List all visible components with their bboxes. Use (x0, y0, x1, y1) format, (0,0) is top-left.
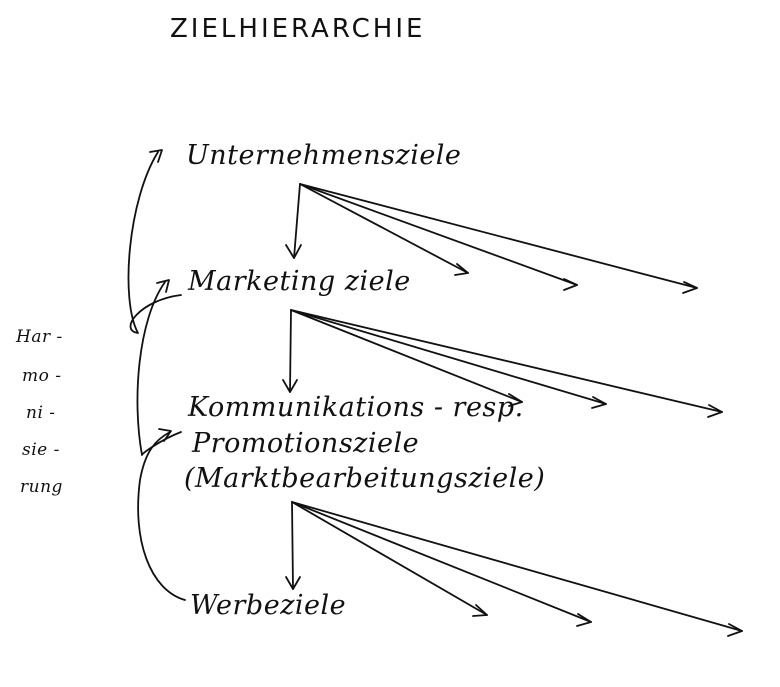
arrow-down-to-marketingziele (293, 183, 301, 259)
side-label-syllable-2: mo - (22, 366, 62, 386)
arrowhead-unternehmensziele (149, 149, 163, 163)
arrowhead-diagonal-2 (563, 278, 578, 291)
fan-kommunikationsziele (285, 501, 743, 637)
arrowhead-diagonal-8 (576, 613, 592, 627)
level-kommunikationsziele-line1: Kommunikations - resp. (188, 392, 524, 423)
arrowhead-diagonal-4 (508, 393, 523, 407)
arrow-diagonal-2 (299, 183, 578, 286)
arrow-down-to-kommunikationsziele (289, 309, 292, 393)
arrowhead-down-to-marketingziele (285, 244, 302, 259)
arrowhead-down-to-werbeziele (285, 576, 301, 590)
arrow-diagonal-5 (290, 309, 607, 405)
curve-werbe-to-kommunikation (137, 431, 186, 601)
arrowhead-marketingziele (156, 279, 170, 293)
side-label-syllable-3: ni - (26, 403, 56, 423)
arrow-diagonal-8 (291, 501, 592, 623)
arrow-diagonal-1 (299, 183, 469, 274)
level-kommunikationsziele-line3: (Marktbearbeitungsziele) (184, 463, 546, 494)
arrowhead-down-to-kommunikationsziele (282, 379, 298, 393)
arrowhead-diagonal-3 (682, 281, 698, 294)
fan-unternehmensziele (285, 183, 698, 294)
arrow-diagonal-4 (290, 309, 523, 403)
side-label-syllable-5: rung (20, 477, 63, 497)
fan-marketingziele (282, 309, 723, 418)
arrowhead-diagonal-9 (727, 623, 743, 637)
arrow-diagonal-3 (299, 183, 698, 289)
arrowhead-diagonal-7 (472, 604, 488, 617)
level-marketingziele: Marketing ziele (188, 266, 411, 297)
arrow-diagonal-7 (291, 501, 488, 616)
level-unternehmensziele: Unternehmensziele (186, 140, 462, 171)
level-kommunikationsziele-line2: Promotionsziele (192, 428, 420, 459)
arrowhead-kommunikationsziele (158, 428, 172, 442)
diagram-title: ZIELHIERARCHIE (170, 14, 426, 44)
arrowhead-diagonal-1 (454, 263, 469, 276)
arrow-down-to-werbeziele (291, 501, 294, 590)
curve-kommunikation-to-marketing (136, 281, 182, 456)
level-werbeziele: Werbeziele (190, 590, 347, 621)
arrowhead-diagonal-5 (591, 396, 607, 409)
arrow-diagonal-6 (290, 309, 723, 413)
side-label-syllable-1: Har - (16, 327, 63, 347)
arrowhead-diagonal-6 (707, 404, 723, 418)
curve-marketing-to-unternehmen (127, 151, 182, 334)
harmonisierung-arrows (127, 149, 186, 601)
side-label-syllable-4: sie - (22, 440, 60, 460)
arrow-diagonal-9 (291, 501, 743, 632)
